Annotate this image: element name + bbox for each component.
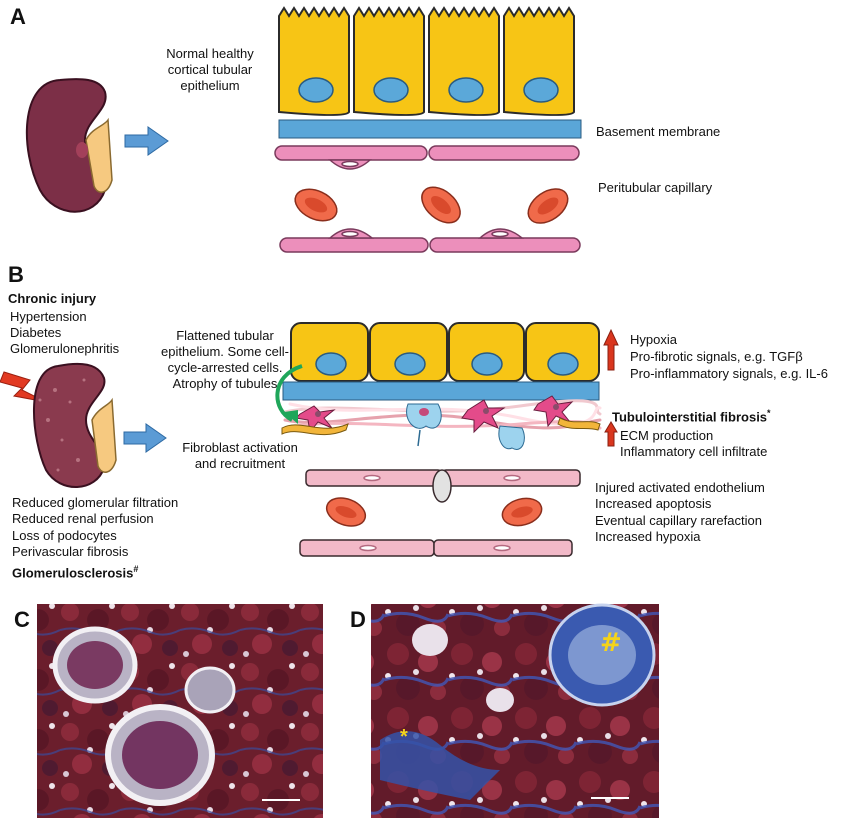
histology-c (37, 604, 323, 818)
interstitial-fibrosis (281, 395, 602, 450)
green-curved-arrow-icon (275, 364, 303, 422)
glomerular-item: Perivascular fibrosis (12, 544, 129, 559)
epithelium-b (290, 322, 600, 382)
basement-membrane-b (282, 381, 600, 401)
ecm-item: ECM production (620, 428, 714, 443)
glomerulosclerosis-title: Glomerulosclerosis# (12, 561, 138, 581)
epithelium-a (278, 6, 575, 116)
ecm-item: Inflammatory cell infiltrate (620, 444, 768, 459)
endothelium-item: Injured activated endothelium (595, 480, 765, 495)
capillary-b (299, 469, 581, 557)
glomerulosclerosis-marker: # (133, 564, 139, 574)
glomerular-item: Loss of podocytes (12, 528, 117, 543)
panel-b-letter: B (8, 262, 24, 287)
nucleus-icon (394, 352, 426, 376)
red-blood-cells-a (294, 186, 569, 224)
fibrosis-star-marker: * (400, 726, 408, 748)
basement-membrane-label: Basement membrane (596, 124, 721, 139)
nucleus-icon (315, 352, 347, 376)
fibrosis-marker: * (767, 408, 771, 418)
upregulated-item: Hypoxia (630, 332, 677, 347)
epithelium-a-label: Normal healthy cortical tubular epitheli… (166, 46, 254, 93)
kidney-b-icon (33, 362, 117, 488)
fibroblast-activation-label: Fibroblast activation and recruitment (182, 440, 298, 471)
red-blood-cells-b (325, 497, 543, 527)
endothelium-item: Increased apoptosis (595, 496, 712, 511)
cause-item: Diabetes (10, 325, 62, 340)
kidney-a-icon (25, 78, 113, 213)
nucleus-icon (547, 352, 579, 376)
glomerular-item: Reduced renal perfusion (12, 511, 154, 526)
panel-d-letter: D (350, 607, 366, 632)
upregulated-item: Pro-fibrotic signals, e.g. TGFβ (630, 349, 803, 364)
cause-item: Hypertension (10, 309, 87, 324)
nucleus-icon (471, 352, 503, 376)
nucleus-icon (298, 77, 334, 103)
up-arrow-red-small-icon (604, 421, 618, 447)
up-arrow-red-icon (603, 328, 619, 371)
glomerulosclerosis-hash-marker: # (600, 628, 622, 658)
nucleus-icon (523, 77, 559, 103)
basement-membrane-a (278, 119, 582, 139)
chronic-injury-title: Chronic injury (8, 291, 97, 306)
nucleus-icon (373, 77, 409, 103)
panel-c-letter: C (14, 607, 30, 632)
glomerular-item: Reduced glomerular filtration (12, 495, 179, 510)
endothelium-item: Increased hypoxia (595, 529, 701, 544)
arrow-a-icon (124, 126, 169, 156)
flattened-epithelium-label: Flattened tubular epithelium. Some cell-… (161, 328, 289, 391)
endothelium-item: Eventual capillary rarefaction (595, 513, 762, 528)
histology-d (371, 603, 659, 818)
fibrosis-title-text: Tubulointerstitial fibrosis (612, 409, 768, 425)
panel-a-letter: A (10, 4, 26, 29)
capillary-a (274, 145, 581, 253)
lightning-icon (0, 371, 47, 403)
cause-item: Glomerulonephritis (10, 341, 120, 356)
arrow-b-icon (123, 423, 167, 453)
nucleus-icon (448, 77, 484, 103)
upregulated-item: Pro-inflammatory signals, e.g. IL-6 (630, 366, 828, 381)
green-arrow-head-icon (284, 410, 298, 424)
glomerulosclerosis-text: Glomerulosclerosis (12, 565, 134, 581)
tubulointerstitial-fibrosis-title: Tubulointerstitial fibrosis* (612, 405, 771, 425)
peritubular-capillary-label: Peritubular capillary (598, 180, 713, 195)
